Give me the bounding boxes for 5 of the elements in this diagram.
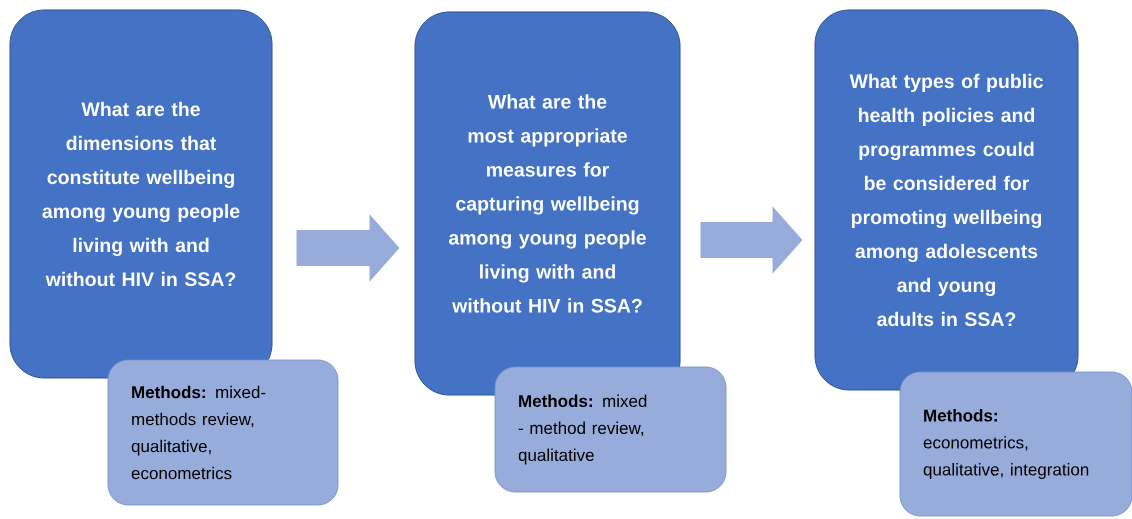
- methods-box: Methods: econometrics, qualitative, integration: [899, 371, 1132, 517]
- methods-box: Methods: mixed - method review, qualitative: [494, 366, 727, 493]
- methods-box: Methods: mixed-methods review, qualitative, econometrics: [107, 359, 339, 506]
- question-box: What are the dimensions that constitute wellbeing among young people living with and without HIV in SSA?: [9, 9, 273, 379]
- question-box: What types of public health policies and programmes could be considered for promoting wellbeing among adolescents and young adults in SSA?: [814, 9, 1079, 391]
